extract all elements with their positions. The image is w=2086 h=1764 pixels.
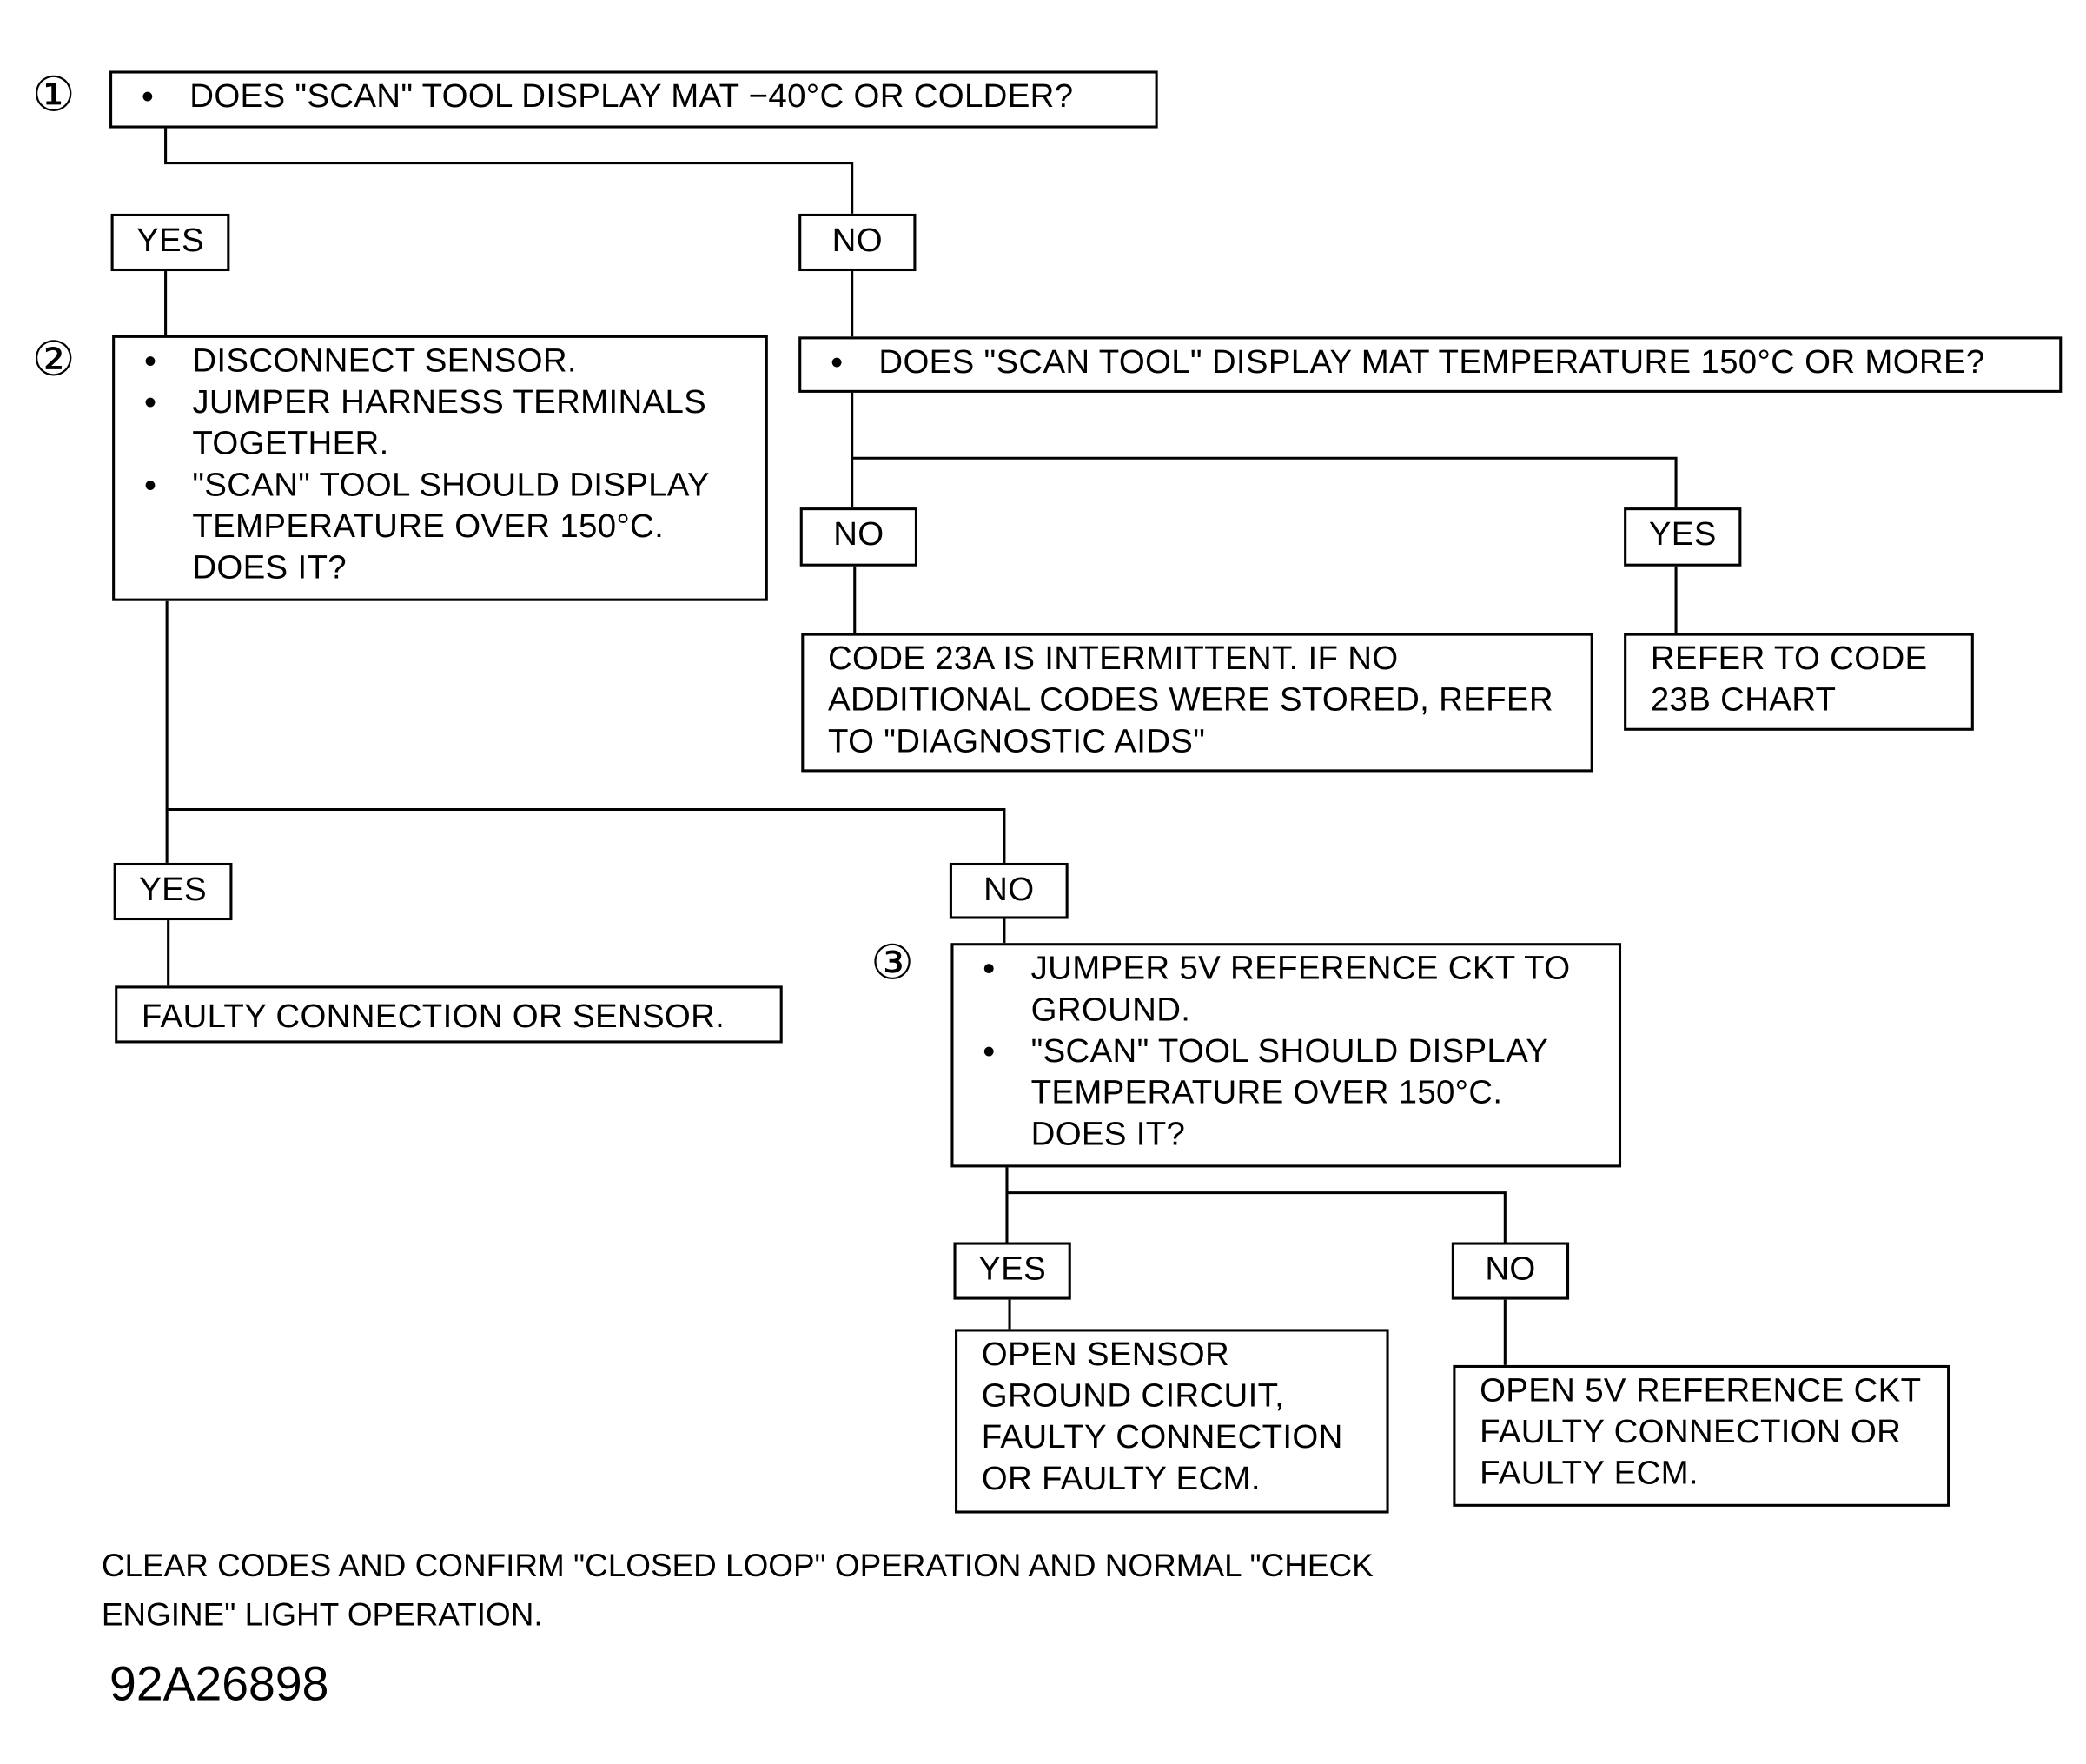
mat-150-question-box: DOES "SCAN TOOL" DISPLAY MAT TEMPERATURE… xyxy=(798,336,2063,393)
question-2-step: "SCAN" TOOL SHOULD DISPLAY TEMPERATURE O… xyxy=(139,465,752,589)
mat-150-question-text: DOES "SCAN TOOL" DISPLAY MAT TEMPERATURE… xyxy=(825,342,2059,383)
question-1-text: DOES "SCAN" TOOL DISPLAY MAT −40°C OR CO… xyxy=(136,76,1156,118)
figure-id: 92A26898 xyxy=(109,1656,329,1712)
mat-150-no-label: NO xyxy=(799,507,917,567)
question-3-step: "SCAN" TOOL SHOULD DISPLAY TEMPERATURE O… xyxy=(977,1031,1605,1156)
open-5v-result-box: OPEN 5V REFERENCE CKT FAULTY CONNECTION … xyxy=(1453,1364,1950,1507)
question-2-step: DISCONNECT SENSOR. xyxy=(139,341,752,382)
faulty-connection-result-box: FAULTY CONNECTION OR SENSOR. xyxy=(115,985,783,1044)
question-1-box: DOES "SCAN" TOOL DISPLAY MAT −40°C OR CO… xyxy=(109,70,1158,129)
q2-no-label: NO xyxy=(949,862,1069,919)
step-2-marker: ② xyxy=(31,332,76,388)
refer-23b-result-box: REFER TO CODE 23B CHART xyxy=(1624,633,1974,731)
question-2-box: DISCONNECT SENSOR. JUMPER HARNESS TERMIN… xyxy=(112,335,768,601)
mat-150-yes-label: YES xyxy=(1624,507,1742,567)
q1-no-label: NO xyxy=(798,213,917,272)
footer-note: CLEAR CODES AND CONFIRM "CLOSED LOOP" OP… xyxy=(101,1548,1374,1634)
open-ground-result-box: OPEN SENSOR GROUND CIRCUIT, FAULTY CONNE… xyxy=(955,1329,1389,1514)
q2-yes-label: YES xyxy=(113,862,233,921)
question-3-step: JUMPER 5V REFERENCE CKT TO GROUND. xyxy=(977,948,1605,1031)
q3-yes-label: YES xyxy=(953,1242,1071,1300)
question-2-step: JUMPER HARNESS TERMINALS TOGETHER. xyxy=(139,382,752,465)
step-1-marker: ① xyxy=(31,68,76,123)
step-3-marker: ③ xyxy=(871,936,914,991)
intermittent-result-box: CODE 23A IS INTERMITTENT. IF NO ADDITION… xyxy=(801,633,1593,773)
question-3-box: JUMPER 5V REFERENCE CKT TO GROUND. "SCAN… xyxy=(950,943,1622,1168)
q1-yes-label: YES xyxy=(110,213,230,272)
q3-no-label: NO xyxy=(1451,1242,1570,1300)
